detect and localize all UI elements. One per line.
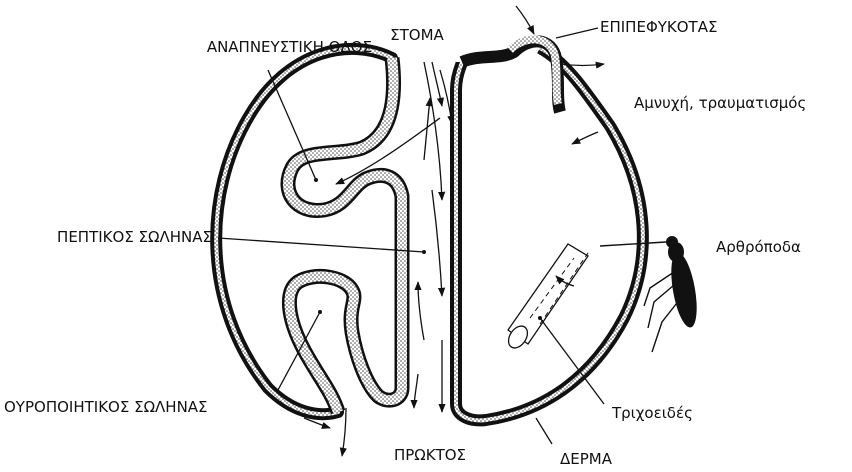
label-digestive-tract: ΠΕΠΤΙΚΟΣ ΣΩΛΗΝΑΣ [57,228,212,246]
label-skin: ΔΕΡΜΑ [560,450,613,468]
label-urinary-tract: ΟΥΡΟΠΟΙΗΤΙΚΟΣ ΣΩΛΗΝΑΣ [4,398,208,416]
leader-lines [218,28,604,444]
right-body-wall [456,39,643,420]
label-arthropods: Αρθρόποδα [716,238,801,256]
label-capillary: Τριχοειδές [611,404,693,422]
label-anus: ΠΡΩΚΤΟΣ [394,446,466,464]
label-respiratory-tract: ΑΝΑΠΝΕΥΣΤΙΚΗ ΟΔΟΣ [207,38,372,56]
label-mouth: ΣΤΟΜΑ [390,26,444,44]
label-epithelium: ΕΠΙΠΕΦΥΚΟΤΑΣ [600,18,717,36]
capillary-vessel [505,244,590,351]
urinary-tract-shape [289,260,402,412]
respiratory-tract-shape [288,58,402,260]
label-injury: Αμνυχή, τραυματισμός [634,94,806,112]
